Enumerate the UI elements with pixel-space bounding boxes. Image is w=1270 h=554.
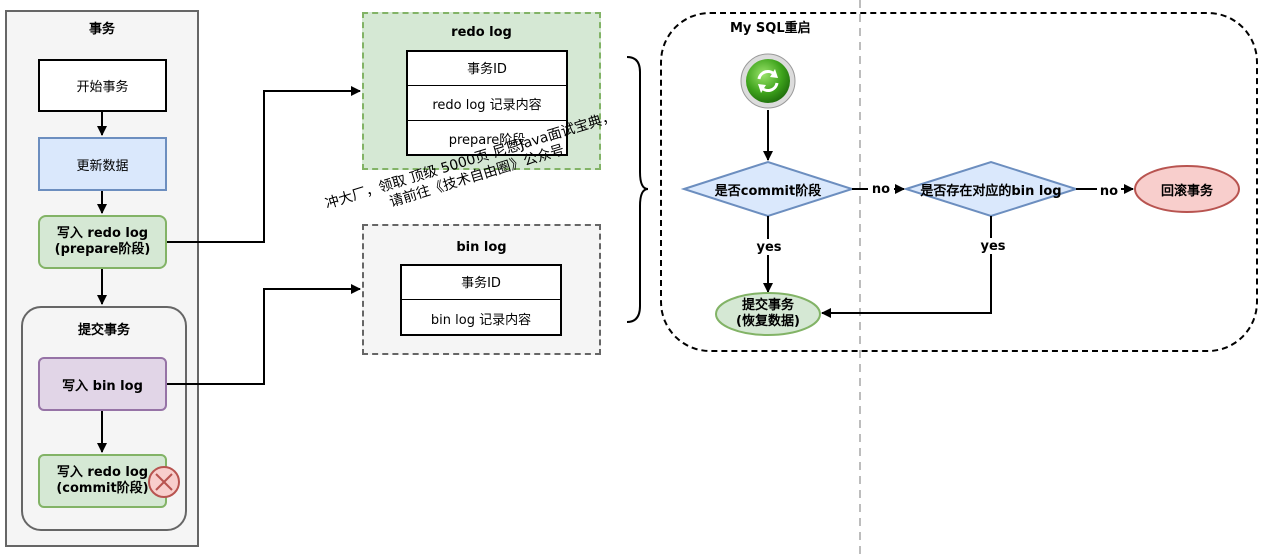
cancel-icon	[148, 466, 180, 498]
transaction-title: 事务	[88, 21, 115, 37]
bin-log-row: bin log 记录内容	[430, 312, 532, 328]
redo-log-row: prepare阶段	[448, 133, 526, 148]
bin-log-table	[400, 264, 562, 336]
commit-group-title: 提交事务	[77, 322, 130, 338]
redo-log-table	[406, 50, 568, 156]
decision2-label: 是否存在对应的bin log	[920, 183, 1062, 199]
arrow-to-redo-log	[167, 86, 361, 243]
commit-ellipse	[715, 292, 821, 336]
redo-log-row: redo log 记录内容	[406, 86, 568, 121]
bin-log-row: 事务ID	[400, 264, 562, 300]
start-transaction-box: 开始事务	[38, 59, 167, 112]
restart-icon	[740, 53, 796, 109]
restart-title: My SQL重启	[730, 21, 811, 36]
write-binlog-box: 写入 bin log	[38, 357, 167, 411]
write-redo-prepare-box: 写入 redo log (prepare阶段)	[38, 215, 167, 269]
arrow-decision2-commit	[821, 216, 992, 318]
no-label-1: no	[868, 181, 894, 197]
commit-label-line1: 提交事务	[741, 298, 794, 313]
update-data-box: 更新数据	[38, 137, 167, 191]
redo-log-title: redo log	[451, 24, 512, 40]
redo-log-row: 事务ID	[406, 50, 568, 86]
rollback-ellipse	[1134, 165, 1240, 213]
restart-region	[660, 12, 1258, 352]
write-redo-prepare-line2: (prepare阶段)	[54, 242, 151, 257]
yes-label-1: yes	[754, 239, 784, 255]
yes-label-2: yes	[978, 238, 1008, 254]
write-redo-commit-line1: 写入 redo log	[56, 465, 149, 480]
commit-label-line2: (恢复数据)	[736, 314, 800, 329]
bin-log-title: bin log	[456, 239, 507, 255]
arrow-to-bin-log	[167, 284, 361, 385]
commit-label: 提交事务 (恢复数据)	[716, 297, 820, 331]
write-redo-prepare-line1: 写入 redo log	[56, 226, 149, 241]
write-redo-commit-line2: (commit阶段)	[56, 481, 149, 496]
rollback-label: 回滚事务	[1160, 183, 1213, 199]
curly-brace	[626, 56, 649, 323]
decision1-label: 是否commit阶段	[714, 183, 822, 199]
write-redo-commit-box: 写入 redo log (commit阶段)	[38, 454, 167, 508]
no-label-2: no	[1097, 183, 1121, 199]
